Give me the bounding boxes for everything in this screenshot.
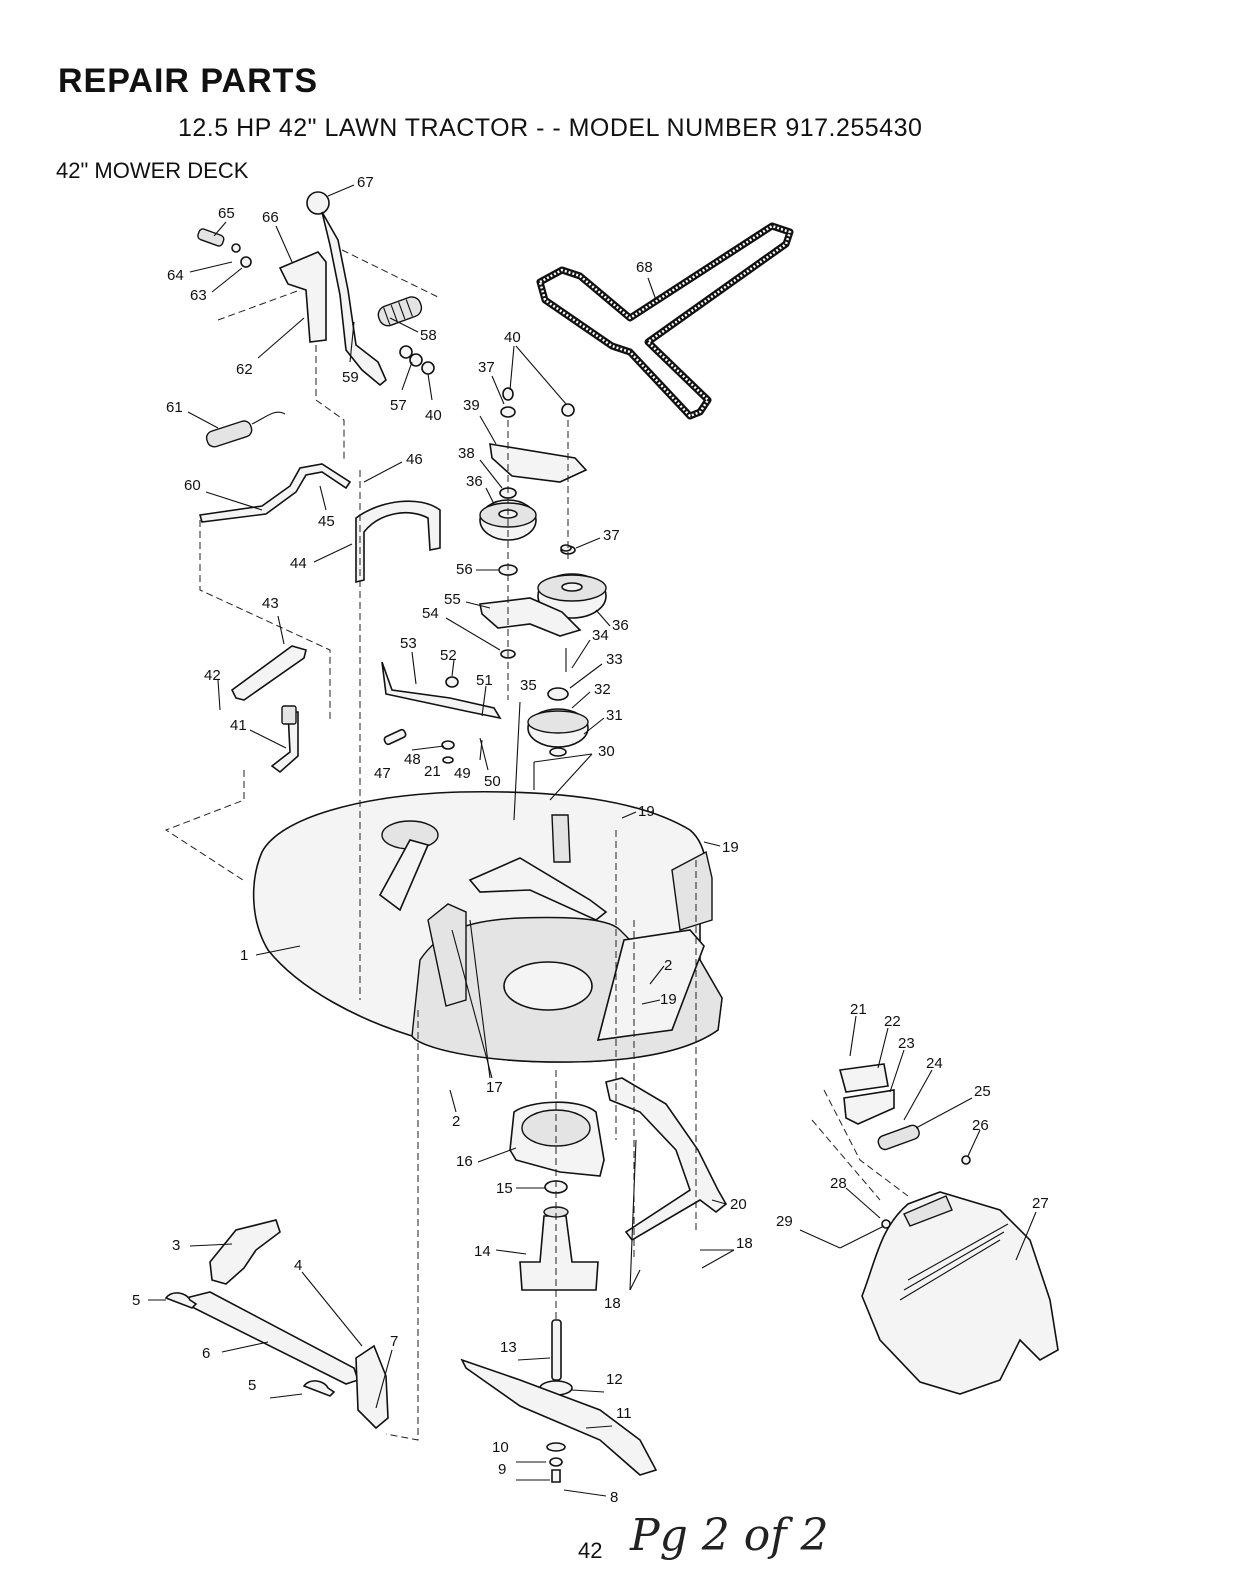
callout-28: 28 [830, 1175, 847, 1192]
callout-3: 3 [172, 1237, 180, 1254]
callout-32: 32 [594, 681, 611, 698]
callout-15: 15 [496, 1180, 513, 1197]
callout-44: 44 [290, 555, 307, 572]
callout-59: 59 [342, 369, 359, 386]
drive-belt [536, 222, 794, 420]
callout-14: 14 [474, 1243, 491, 1260]
callout-43: 43 [262, 595, 279, 612]
front-link-assembly [164, 1219, 389, 1430]
callout-7: 7 [390, 1333, 398, 1350]
deck-support-arm [605, 1077, 728, 1242]
callout-24: 24 [926, 1055, 943, 1072]
callout-19c: 19 [660, 991, 677, 1008]
callout-46: 46 [406, 451, 423, 468]
callout-68: 68 [636, 259, 653, 276]
callout-30: 30 [598, 743, 615, 760]
callout-11: 11 [616, 1405, 632, 1422]
callout-51: 51 [476, 672, 493, 689]
model-subtitle: 12.5 HP 42" LAWN TRACTOR - - MODEL NUMBE… [178, 114, 923, 142]
discharge-chute-assembly [838, 1063, 1059, 1395]
callout-21b: 21 [850, 1001, 867, 1018]
callout-35: 35 [520, 677, 537, 694]
callout-38: 38 [458, 445, 475, 462]
page-title: REPAIR PARTS [58, 62, 319, 100]
callout-25: 25 [974, 1083, 991, 1100]
alignment-lines [164, 249, 909, 1441]
callout-37b: 37 [603, 527, 620, 544]
callout-34: 34 [592, 627, 609, 644]
callout-37a: 37 [478, 359, 495, 376]
callout-22: 22 [884, 1013, 901, 1030]
callout-52: 52 [440, 647, 457, 664]
callout-40b: 40 [504, 329, 521, 346]
callout-27: 27 [1032, 1195, 1049, 1212]
pulley-assembly [355, 387, 607, 840]
springs-and-rods [198, 411, 352, 774]
callout-9: 9 [498, 1461, 506, 1478]
callout-19b: 19 [722, 839, 739, 856]
lift-handle-assembly [197, 191, 435, 387]
callout-26: 26 [972, 1117, 989, 1134]
mower-deck-housing [252, 790, 723, 1063]
callout-65: 65 [218, 205, 235, 222]
callout-57: 57 [390, 397, 407, 414]
callout-53: 53 [400, 635, 417, 652]
callout-5a: 5 [132, 1292, 140, 1309]
callout-56: 56 [456, 561, 473, 578]
callout-31: 31 [606, 707, 623, 724]
callout-6: 6 [202, 1345, 210, 1362]
callout-42: 42 [204, 667, 221, 684]
callout-23: 23 [898, 1035, 915, 1052]
callout-36b: 36 [612, 617, 629, 634]
leader-lines [148, 184, 1037, 1497]
callout-47: 47 [374, 765, 391, 782]
callout-49: 49 [454, 765, 471, 782]
callout-10: 10 [492, 1439, 509, 1456]
callout-2a: 2 [664, 957, 672, 974]
callout-63: 63 [190, 287, 207, 304]
page-number: 42 [578, 1538, 603, 1563]
callout-48: 48 [404, 751, 421, 768]
callout-62: 62 [236, 361, 253, 378]
callout-1: 1 [240, 947, 248, 964]
callout-18b: 18 [604, 1295, 621, 1312]
callout-18a: 18 [736, 1235, 753, 1252]
spindle-and-blade [460, 1101, 658, 1483]
callout-2b: 2 [452, 1113, 460, 1130]
callout-67: 67 [357, 174, 374, 191]
handwritten-note: Pg 2 of 2 [630, 1510, 829, 1561]
callout-61: 61 [166, 399, 183, 416]
callout-41: 41 [230, 717, 247, 734]
section-heading: 42" MOWER DECK [56, 158, 249, 183]
callout-33: 33 [606, 651, 623, 668]
callout-55: 55 [444, 591, 461, 608]
callout-20: 20 [730, 1196, 747, 1213]
callout-64: 64 [167, 267, 184, 284]
callout-29: 29 [776, 1213, 793, 1230]
callout-45: 45 [318, 513, 335, 530]
callout-4: 4 [294, 1257, 302, 1274]
callout-numbers: 67 65 66 64 63 68 58 62 59 57 40 40 37 3… [132, 174, 1049, 1506]
callout-17: 17 [486, 1079, 503, 1096]
callout-36a: 36 [466, 473, 483, 490]
callout-40a: 40 [425, 407, 442, 424]
callout-5b: 5 [248, 1377, 256, 1394]
callout-19a: 19 [638, 803, 655, 820]
callout-16: 16 [456, 1153, 473, 1170]
callout-12: 12 [606, 1371, 623, 1388]
callout-60: 60 [184, 477, 201, 494]
callout-50: 50 [484, 773, 501, 790]
callout-13: 13 [500, 1339, 517, 1356]
callout-54: 54 [422, 605, 439, 622]
callout-8: 8 [610, 1489, 618, 1506]
callout-21a: 21 [424, 763, 441, 780]
callout-58: 58 [420, 327, 437, 344]
callout-66: 66 [262, 209, 279, 226]
callout-39: 39 [463, 397, 480, 414]
